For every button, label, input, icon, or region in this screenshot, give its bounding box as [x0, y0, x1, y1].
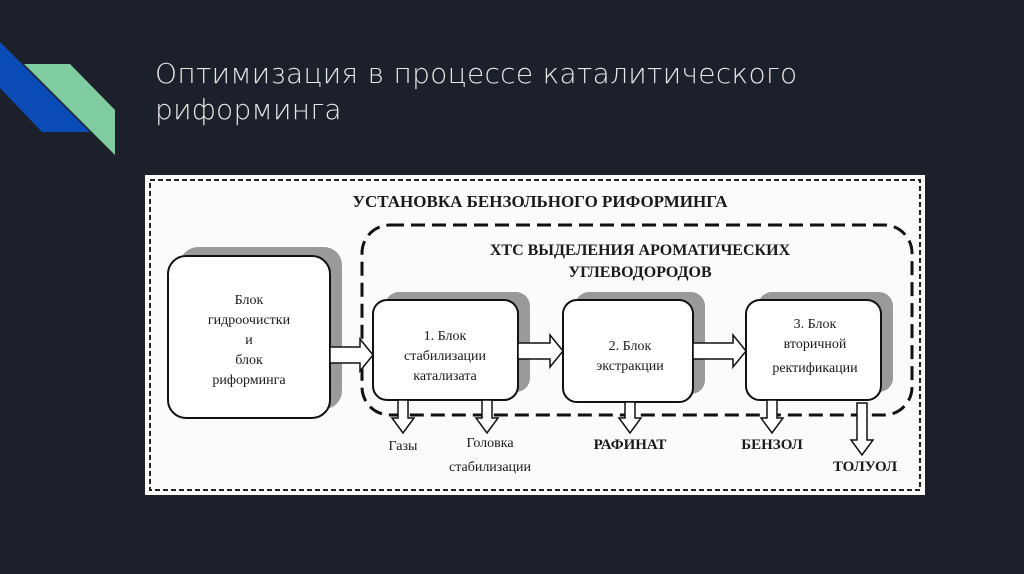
slide-decoration [0, 42, 115, 155]
output-label-stab-head: Головка [466, 436, 514, 451]
block-text: блок [235, 353, 263, 368]
output-label-stab-head: стабилизации [449, 460, 532, 475]
blue-stripe-shape [0, 42, 90, 132]
block-text: ректификации [772, 361, 858, 376]
block-text: 3. Блок [794, 317, 837, 332]
output-label-gases: Газы [389, 439, 418, 454]
block-catalyzate-stabilization: 1. Блок стабилизации катализата [372, 292, 530, 401]
block-text: 1. Блок [424, 329, 467, 344]
block-hydrotreating-reforming: Блок гидроочистки и блок риформинга [167, 247, 342, 419]
inner-title-line: ХТС ВЫДЕЛЕНИЯ АРОМАТИЧЕСКИХ [490, 242, 791, 259]
flow-arrow [517, 332, 564, 370]
block-text: катализата [413, 369, 477, 384]
output-arrow-gases [390, 399, 416, 435]
outer-dashed-border [149, 179, 921, 491]
block-secondary-rectification: 3. Блок вторичной ректификации [745, 292, 893, 401]
inner-title-line: УГЛЕВОДОРОДОВ [568, 264, 712, 281]
flow-arrow [692, 332, 747, 370]
output-arrow-stab-head [474, 399, 500, 435]
block-text: вторичной [784, 337, 847, 352]
block-text: гидроочистки [208, 313, 291, 328]
output-arrow-raffinate [617, 401, 643, 435]
block-extraction: 2. Блок экстракции [562, 292, 705, 403]
slide-title-line: риформинга [155, 93, 342, 126]
output-label-benzene: БЕНЗОЛ [741, 437, 803, 453]
block-text: риформинга [212, 373, 286, 388]
block-text: стабилизации [404, 349, 487, 364]
process-diagram: УСТАНОВКА БЕНЗОЛЬНОГО РИФОРМИНГА ХТС ВЫД… [145, 175, 925, 495]
green-stripe-shape [24, 64, 115, 155]
slide-title: Оптимизация в процессе каталитического р… [155, 56, 797, 128]
output-label-raffinate: РАФИНАТ [594, 437, 667, 453]
slide-title-line: Оптимизация в процессе каталитического [155, 57, 798, 90]
block-text: Блок [235, 293, 264, 308]
output-label-toluene: ТОЛУОЛ [833, 459, 897, 475]
flow-arrow [329, 336, 374, 374]
output-arrow-benzene [759, 399, 785, 435]
block-text: 2. Блок [609, 339, 652, 354]
outer-title: УСТАНОВКА БЕНЗОЛЬНОГО РИФОРМИНГА [353, 192, 729, 211]
block-text: и [245, 333, 253, 348]
output-arrow-toluene [849, 402, 875, 457]
block-text: экстракции [596, 359, 664, 374]
